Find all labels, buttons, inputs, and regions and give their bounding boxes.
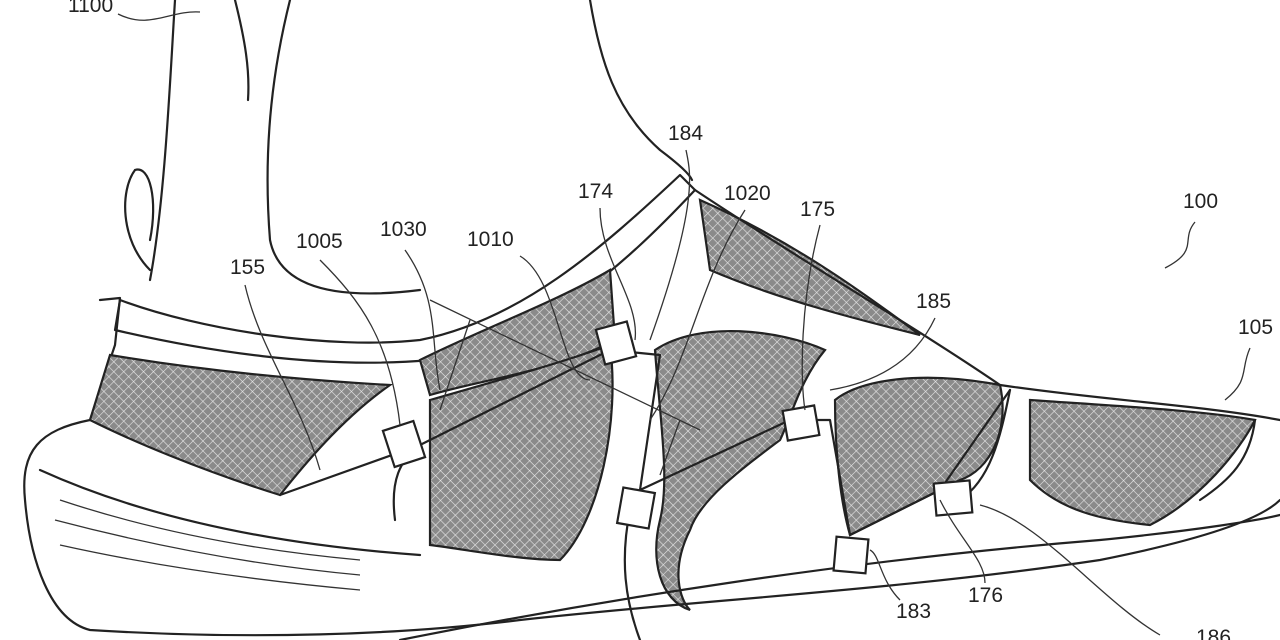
- cord-lock-175: [781, 404, 821, 442]
- leg-outline: [124, 0, 694, 295]
- shoe-upper: [88, 173, 1280, 612]
- cord-lock-176: [932, 479, 974, 517]
- cord-lock: [832, 535, 870, 575]
- label-1020: 1020: [724, 182, 771, 205]
- cord-lock-174: [594, 320, 638, 366]
- label-105: 105: [1238, 316, 1273, 339]
- leader-lines: [117, 11, 1251, 636]
- label-186: 186: [1196, 626, 1231, 640]
- label-176: 176: [968, 584, 1003, 607]
- label-185: 185: [916, 290, 951, 313]
- label-174: 174: [578, 180, 613, 203]
- label-155: 155: [230, 256, 265, 279]
- label-100: 100: [1183, 190, 1218, 213]
- shoe-sole: [23, 418, 1280, 640]
- label-1030: 1030: [380, 218, 427, 241]
- label-184: 184: [668, 122, 703, 145]
- label-175: 175: [800, 198, 835, 221]
- cord-lock: [381, 419, 427, 469]
- cord-lock: [615, 486, 657, 530]
- label-1010: 1010: [467, 228, 514, 251]
- cord-locks: [381, 320, 974, 575]
- label-1005: 1005: [296, 230, 343, 253]
- label-1100: 1100: [68, 0, 113, 17]
- label-183: 183: [896, 600, 931, 623]
